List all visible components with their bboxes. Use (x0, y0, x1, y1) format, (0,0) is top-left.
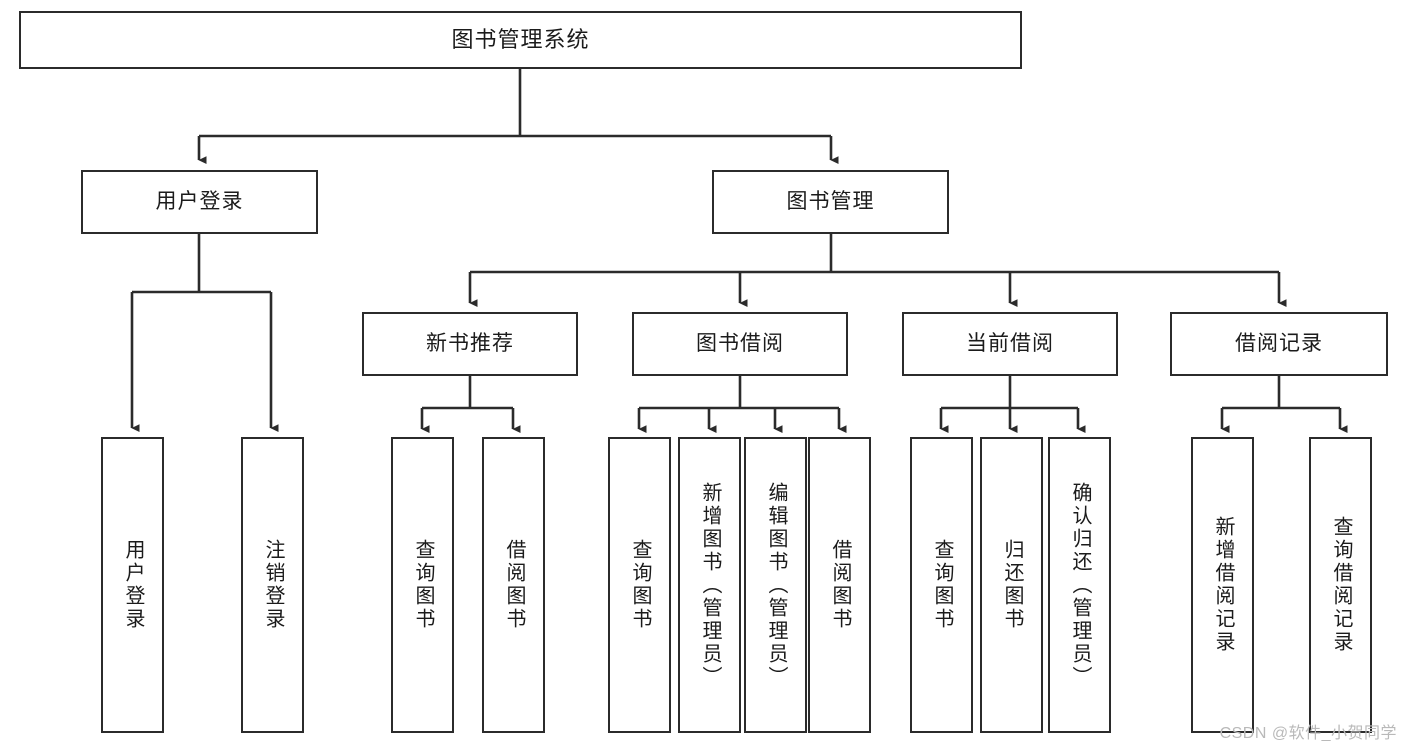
node-label: 新书推荐 (426, 332, 514, 356)
node-label: 图书管理系统 (451, 26, 590, 52)
node-label: 新增借阅记录 (1212, 516, 1234, 654)
node-label: 新增图书（管理员） (699, 481, 721, 689)
leaf-query-borrow-record[interactable]: 查询借阅记录 (1309, 437, 1372, 733)
node-label: 图书借阅 (696, 332, 784, 356)
leaf-borrow-books[interactable]: 借阅图书 (808, 437, 871, 733)
node-new-book-recommendation[interactable]: 新书推荐 (362, 312, 578, 376)
node-label: 查询图书 (412, 539, 434, 631)
node-label: 用户登录 (155, 190, 244, 214)
node-label: 查询图书 (931, 539, 953, 631)
leaf-edit-book-admin[interactable]: 编辑图书（管理员） (744, 437, 807, 733)
node-label: 借阅图书 (503, 539, 525, 631)
node-label: 查询借阅记录 (1330, 516, 1352, 654)
leaf-query-books-recommendation[interactable]: 查询图书 (391, 437, 454, 733)
watermark: CSDN @软件_小贺同学 (1219, 725, 1397, 742)
leaf-confirm-return-admin[interactable]: 确认归还（管理员） (1048, 437, 1111, 733)
node-root-book-management-system[interactable]: 图书管理系统 (19, 11, 1022, 69)
node-label: 查询图书 (629, 539, 651, 631)
node-label: 归还图书 (1001, 539, 1023, 631)
node-label: 借阅记录 (1235, 332, 1323, 356)
node-label: 注销登录 (262, 539, 284, 631)
leaf-borrow-books-recommendation[interactable]: 借阅图书 (482, 437, 545, 733)
node-borrow-records[interactable]: 借阅记录 (1170, 312, 1388, 376)
node-label: 编辑图书（管理员） (765, 481, 787, 689)
leaf-add-book-admin[interactable]: 新增图书（管理员） (678, 437, 741, 733)
leaf-add-borrow-record[interactable]: 新增借阅记录 (1191, 437, 1254, 733)
node-label: 当前借阅 (966, 332, 1054, 356)
node-label: 确认归还（管理员） (1069, 481, 1091, 689)
node-user-login[interactable]: 用户登录 (81, 170, 318, 234)
leaf-query-books-borrow[interactable]: 查询图书 (608, 437, 671, 733)
leaf-user-login[interactable]: 用户登录 (101, 437, 164, 733)
leaf-logout[interactable]: 注销登录 (241, 437, 304, 733)
node-label: 用户登录 (122, 539, 144, 631)
node-current-borrow[interactable]: 当前借阅 (902, 312, 1118, 376)
node-label: 图书管理 (786, 190, 875, 214)
leaf-query-books-current[interactable]: 查询图书 (910, 437, 973, 733)
leaf-return-books[interactable]: 归还图书 (980, 437, 1043, 733)
node-book-management[interactable]: 图书管理 (712, 170, 949, 234)
node-label: 借阅图书 (829, 539, 851, 631)
node-book-borrow[interactable]: 图书借阅 (632, 312, 848, 376)
